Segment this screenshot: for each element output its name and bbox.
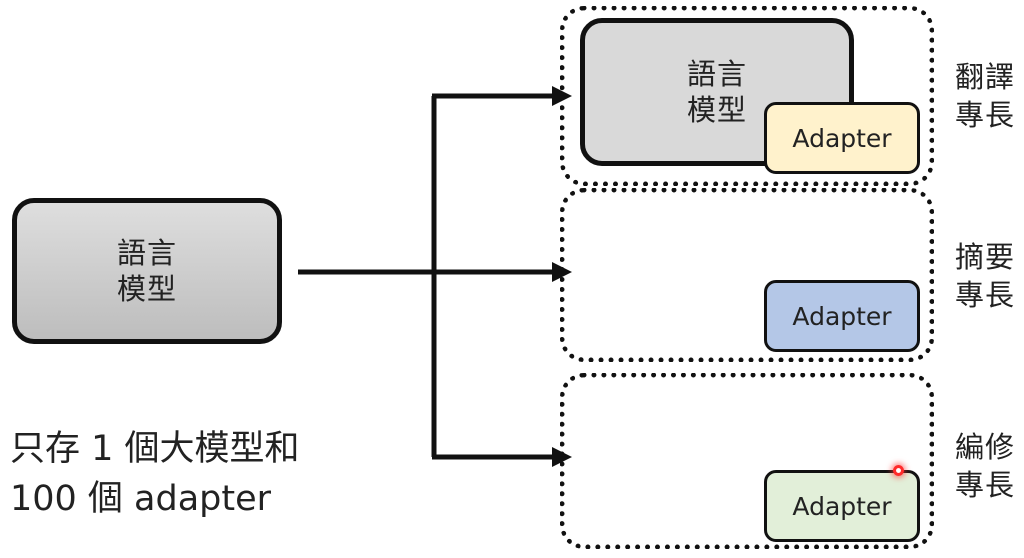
storage-caption-line2: 100 個 adapter — [10, 479, 272, 519]
summary-adapter-box: Adapter — [764, 280, 920, 352]
translation-task-label-line1: 翻譯 — [954, 60, 1015, 94]
translation-task-label-line2: 專長 — [954, 98, 1015, 132]
summary-task-label-line2: 專長 — [954, 278, 1015, 312]
editing-task-label: 編修 專長 — [950, 428, 1020, 504]
translation-model-label-line2: 模型 — [686, 93, 747, 127]
base-language-model-box: 語言 模型 — [12, 198, 282, 344]
translation-task-panel — [560, 6, 934, 186]
summary-task-panel — [560, 188, 934, 362]
storage-caption-line1: 只存 1 個大模型和 — [10, 429, 300, 469]
editing-task-panel — [560, 373, 934, 549]
translation-model-label: 語言 模型 — [672, 56, 762, 128]
summary-task-label-line1: 摘要 — [954, 240, 1015, 274]
base-model-label-line2: 模型 — [116, 272, 177, 306]
editing-adapter-box: Adapter — [764, 470, 920, 542]
editing-task-label-line1: 編修 — [954, 430, 1015, 464]
editing-task-label-line2: 專長 — [954, 468, 1015, 502]
translation-task-label: 翻譯 專長 — [950, 58, 1020, 134]
summary-task-label: 摘要 專長 — [950, 238, 1020, 314]
laser-pointer-dot — [893, 465, 904, 476]
storage-caption: 只存 1 個大模型和 100 個 adapter — [10, 424, 300, 524]
base-model-label-line1: 語言 — [116, 236, 177, 270]
translation-model-label-line1: 語言 — [686, 57, 747, 91]
translation-adapter-box: Adapter — [764, 102, 920, 174]
